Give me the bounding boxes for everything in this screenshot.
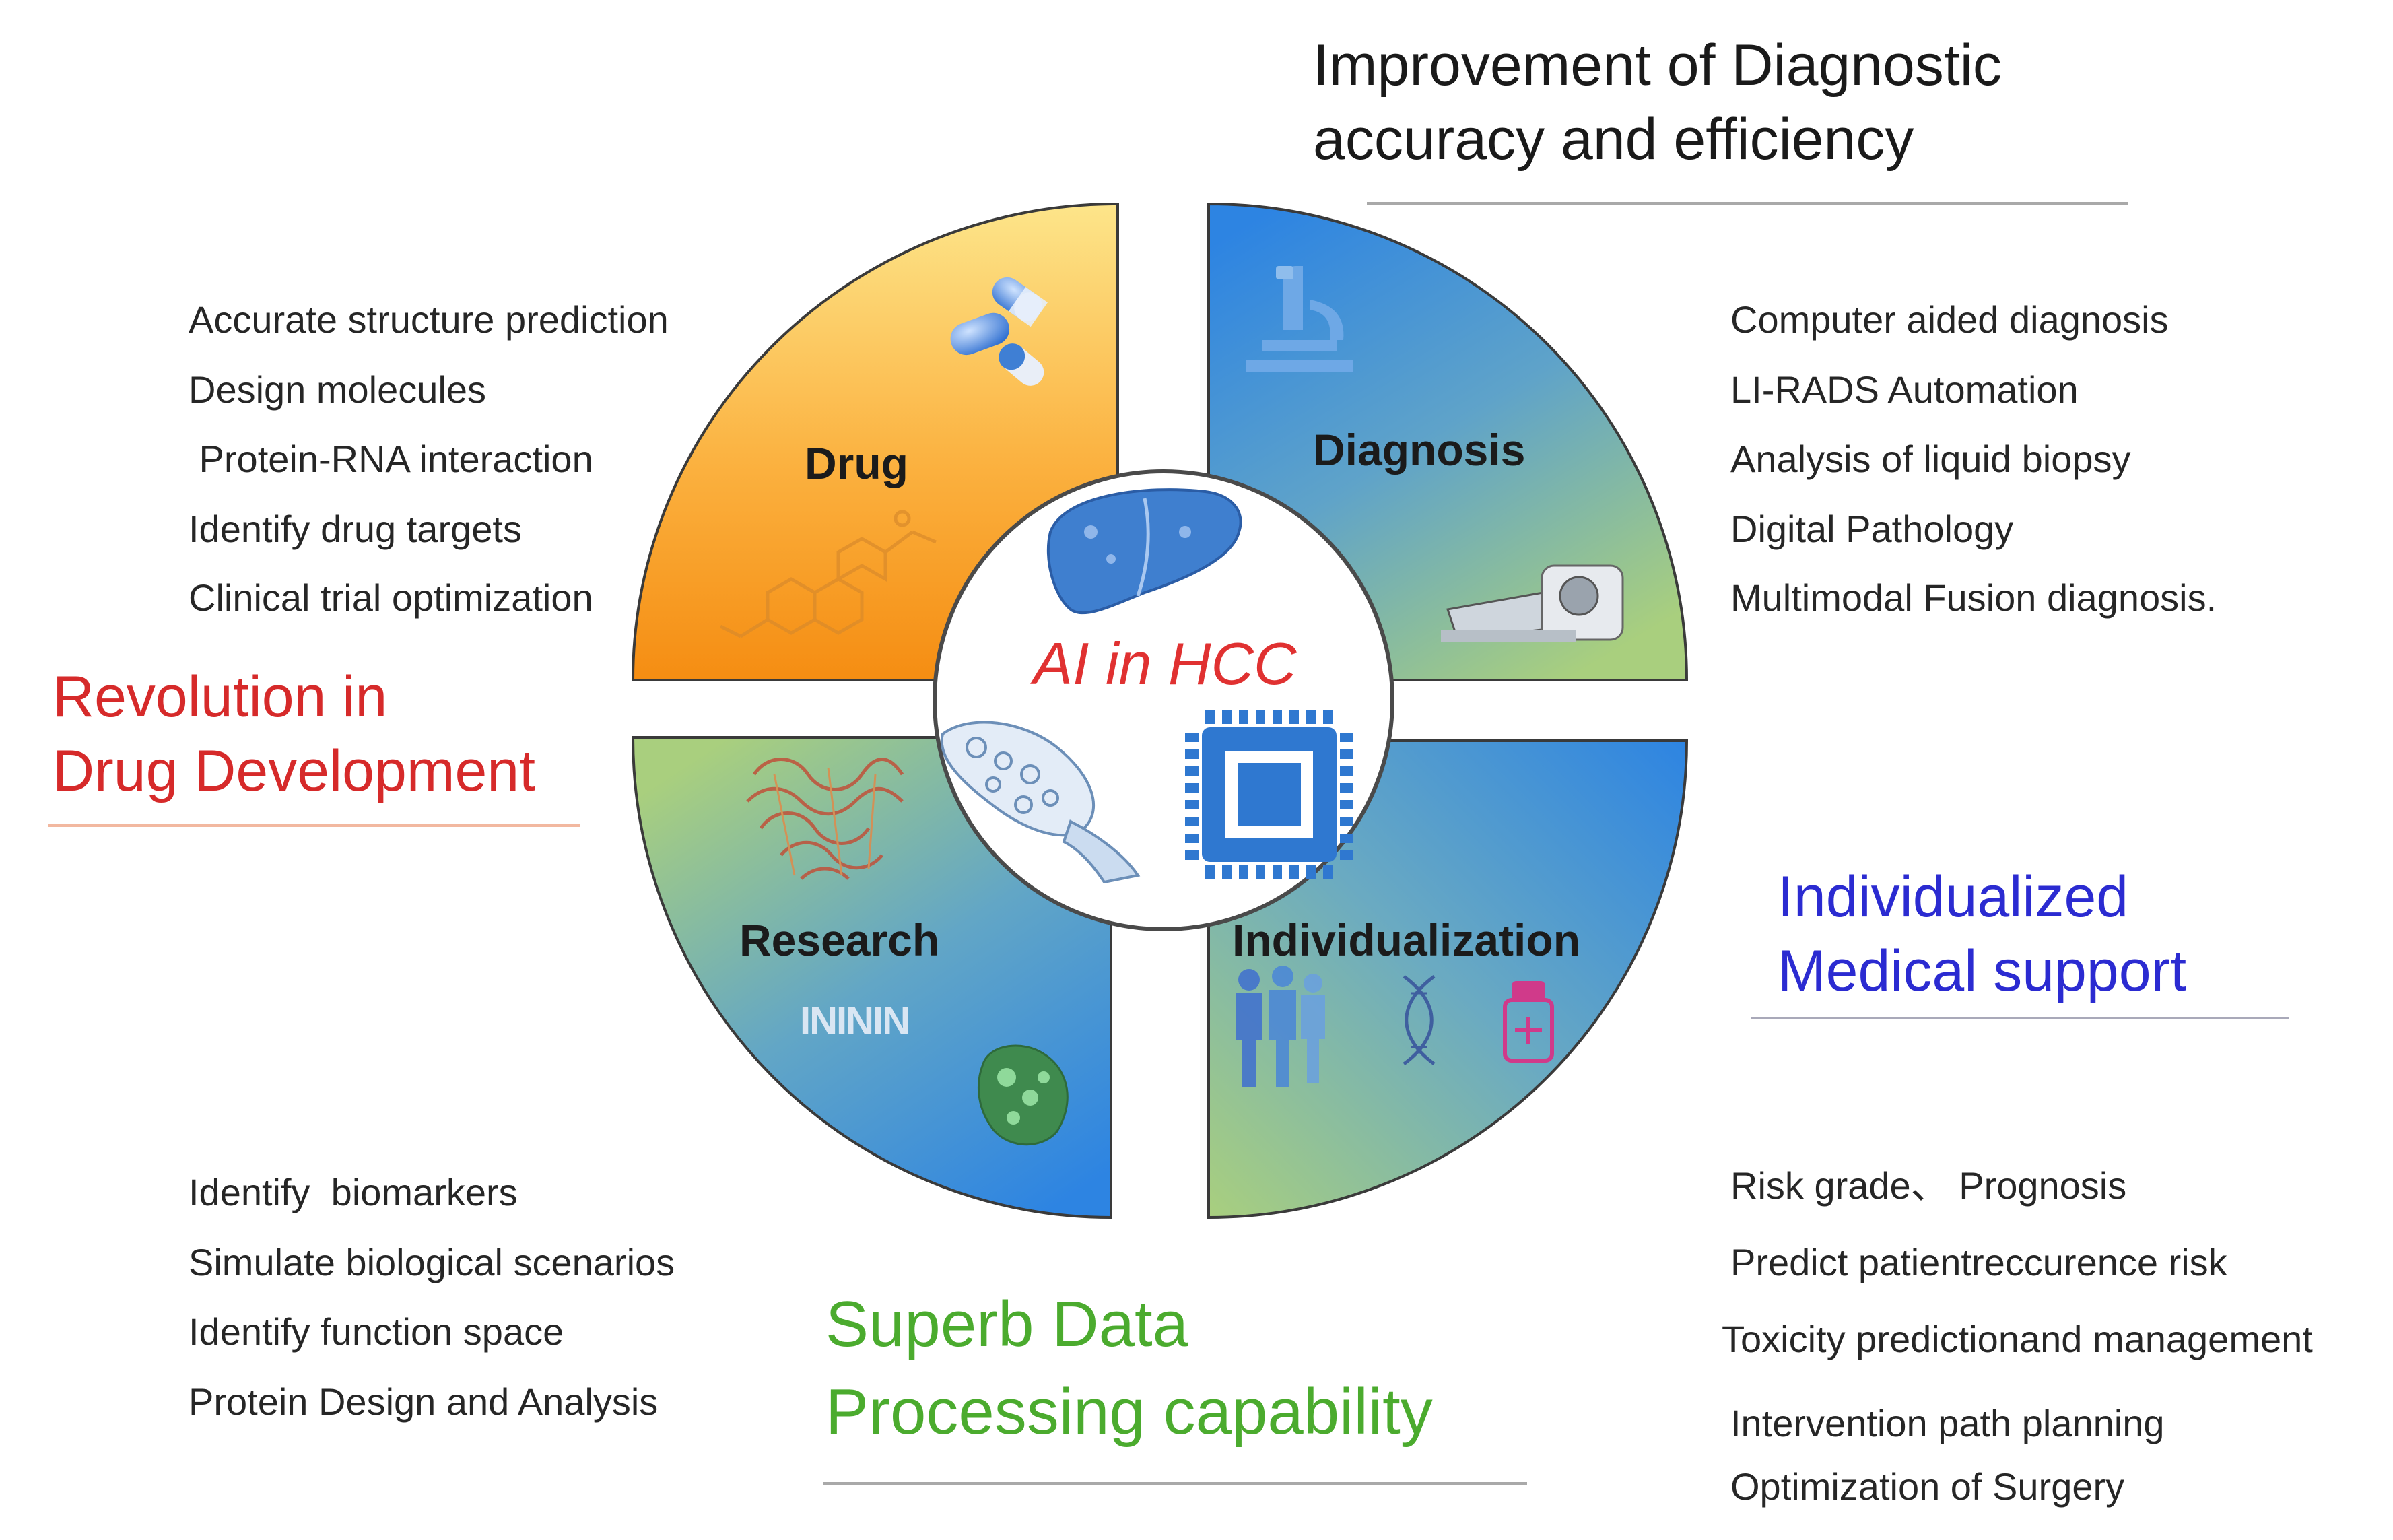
research-sequence-glyph: INININ	[800, 999, 910, 1043]
liver-icon	[1046, 488, 1242, 615]
list-item: LI-RADS Automation	[1730, 368, 2079, 411]
list-item: Multimodal Fusion diagnosis.	[1730, 576, 2217, 619]
medicine-bottle-icon	[1503, 981, 1554, 1063]
microscope-icon	[1246, 266, 1353, 372]
data-processing-headline-line-2: Processing capability	[825, 1376, 1433, 1448]
protein-surface-icon	[977, 1044, 1069, 1146]
list-item: Protein-RNA interaction	[189, 438, 593, 480]
diagnostic-headline-line-1: Improvement of Diagnostic	[1313, 33, 2002, 98]
list-item: Digital Pathology	[1730, 508, 2014, 550]
diagnosis-quadrant-label: Diagnosis	[1313, 425, 1526, 475]
individualized-headline-line-1: Individualized	[1778, 865, 2129, 929]
list-item: Analysis of liquid biopsy	[1730, 438, 2131, 480]
individualized-headline: Individualized Medical support	[1778, 860, 2186, 1008]
protein-ribbon-icon	[746, 758, 904, 880]
diagnostic-headline: Improvement of Diagnostic accuracy and e…	[1313, 28, 2002, 176]
list-item: Predict patientreccurence risk	[1730, 1241, 2227, 1283]
data-processing-headline-line-1: Superb Data	[825, 1288, 1189, 1360]
list-item: Optimization of Surgery	[1730, 1465, 2125, 1508]
pill-capsules-icon	[950, 277, 1048, 386]
list-item: Identify function space	[189, 1310, 564, 1353]
data-processing-headline: Superb Data Processing capability	[825, 1281, 1433, 1456]
ct-scanner-icon	[1441, 564, 1624, 642]
list-item: Risk grade、 Prognosis	[1730, 1164, 2127, 1207]
individualization-quadrant-label: Individualization	[1232, 915, 1581, 965]
list-item: Simulate biological scenarios	[189, 1241, 675, 1283]
drug-development-headline-line-1: Revolution in	[53, 665, 388, 729]
list-item: Design molecules	[189, 368, 486, 411]
list-item: Toxicity predictionand management	[1722, 1318, 2313, 1360]
list-item: Accurate structure prediction	[189, 298, 669, 341]
list-item: Intervention path planning	[1730, 1402, 2165, 1444]
list-item: Computer aided diagnosis	[1730, 298, 2169, 341]
list-item: Identify drug targets	[189, 508, 522, 550]
human-figures-icon	[1236, 966, 1325, 1087]
individualized-headline-line-2: Medical support	[1778, 939, 2187, 1003]
drug-development-headline-line-2: Drug Development	[53, 739, 536, 803]
drug-development-headline: Revolution in Drug Development	[53, 660, 535, 808]
research-quadrant-label: Research	[739, 915, 940, 965]
ai-chip-icon	[1185, 710, 1353, 879]
molecule-structure-icon	[719, 510, 937, 638]
list-item: Protein Design and Analysis	[189, 1380, 659, 1423]
diagnostic-headline-line-2: accuracy and efficiency	[1313, 107, 1914, 172]
dna-helix-icon	[1403, 974, 1436, 1066]
list-item: Identify biomarkers	[189, 1171, 518, 1213]
list-item: Clinical trial optimization	[189, 576, 593, 619]
pancreas-tissue-icon	[940, 721, 1141, 884]
drug-quadrant-label: Drug	[805, 438, 908, 488]
center-label: AI in HCC	[1033, 630, 1297, 697]
